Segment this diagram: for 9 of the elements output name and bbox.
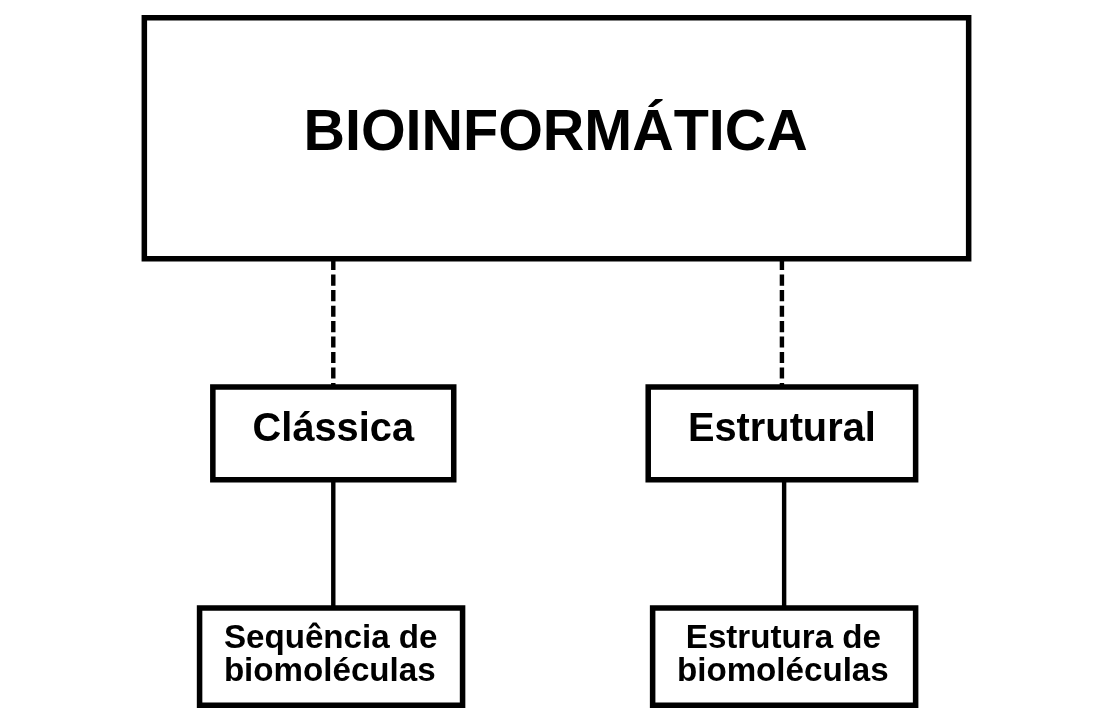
connector <box>781 480 787 608</box>
node-box: BIOINFORMÁTICA <box>141 14 972 261</box>
connector <box>779 258 785 387</box>
node-box: Estrutural <box>645 383 919 482</box>
node-box: Estrutura de biomoléculas <box>649 604 919 708</box>
node-box: Sequência de biomoléculas <box>196 604 466 708</box>
connector <box>331 480 336 608</box>
connector <box>331 258 336 387</box>
node-box: Clássica <box>210 383 457 482</box>
